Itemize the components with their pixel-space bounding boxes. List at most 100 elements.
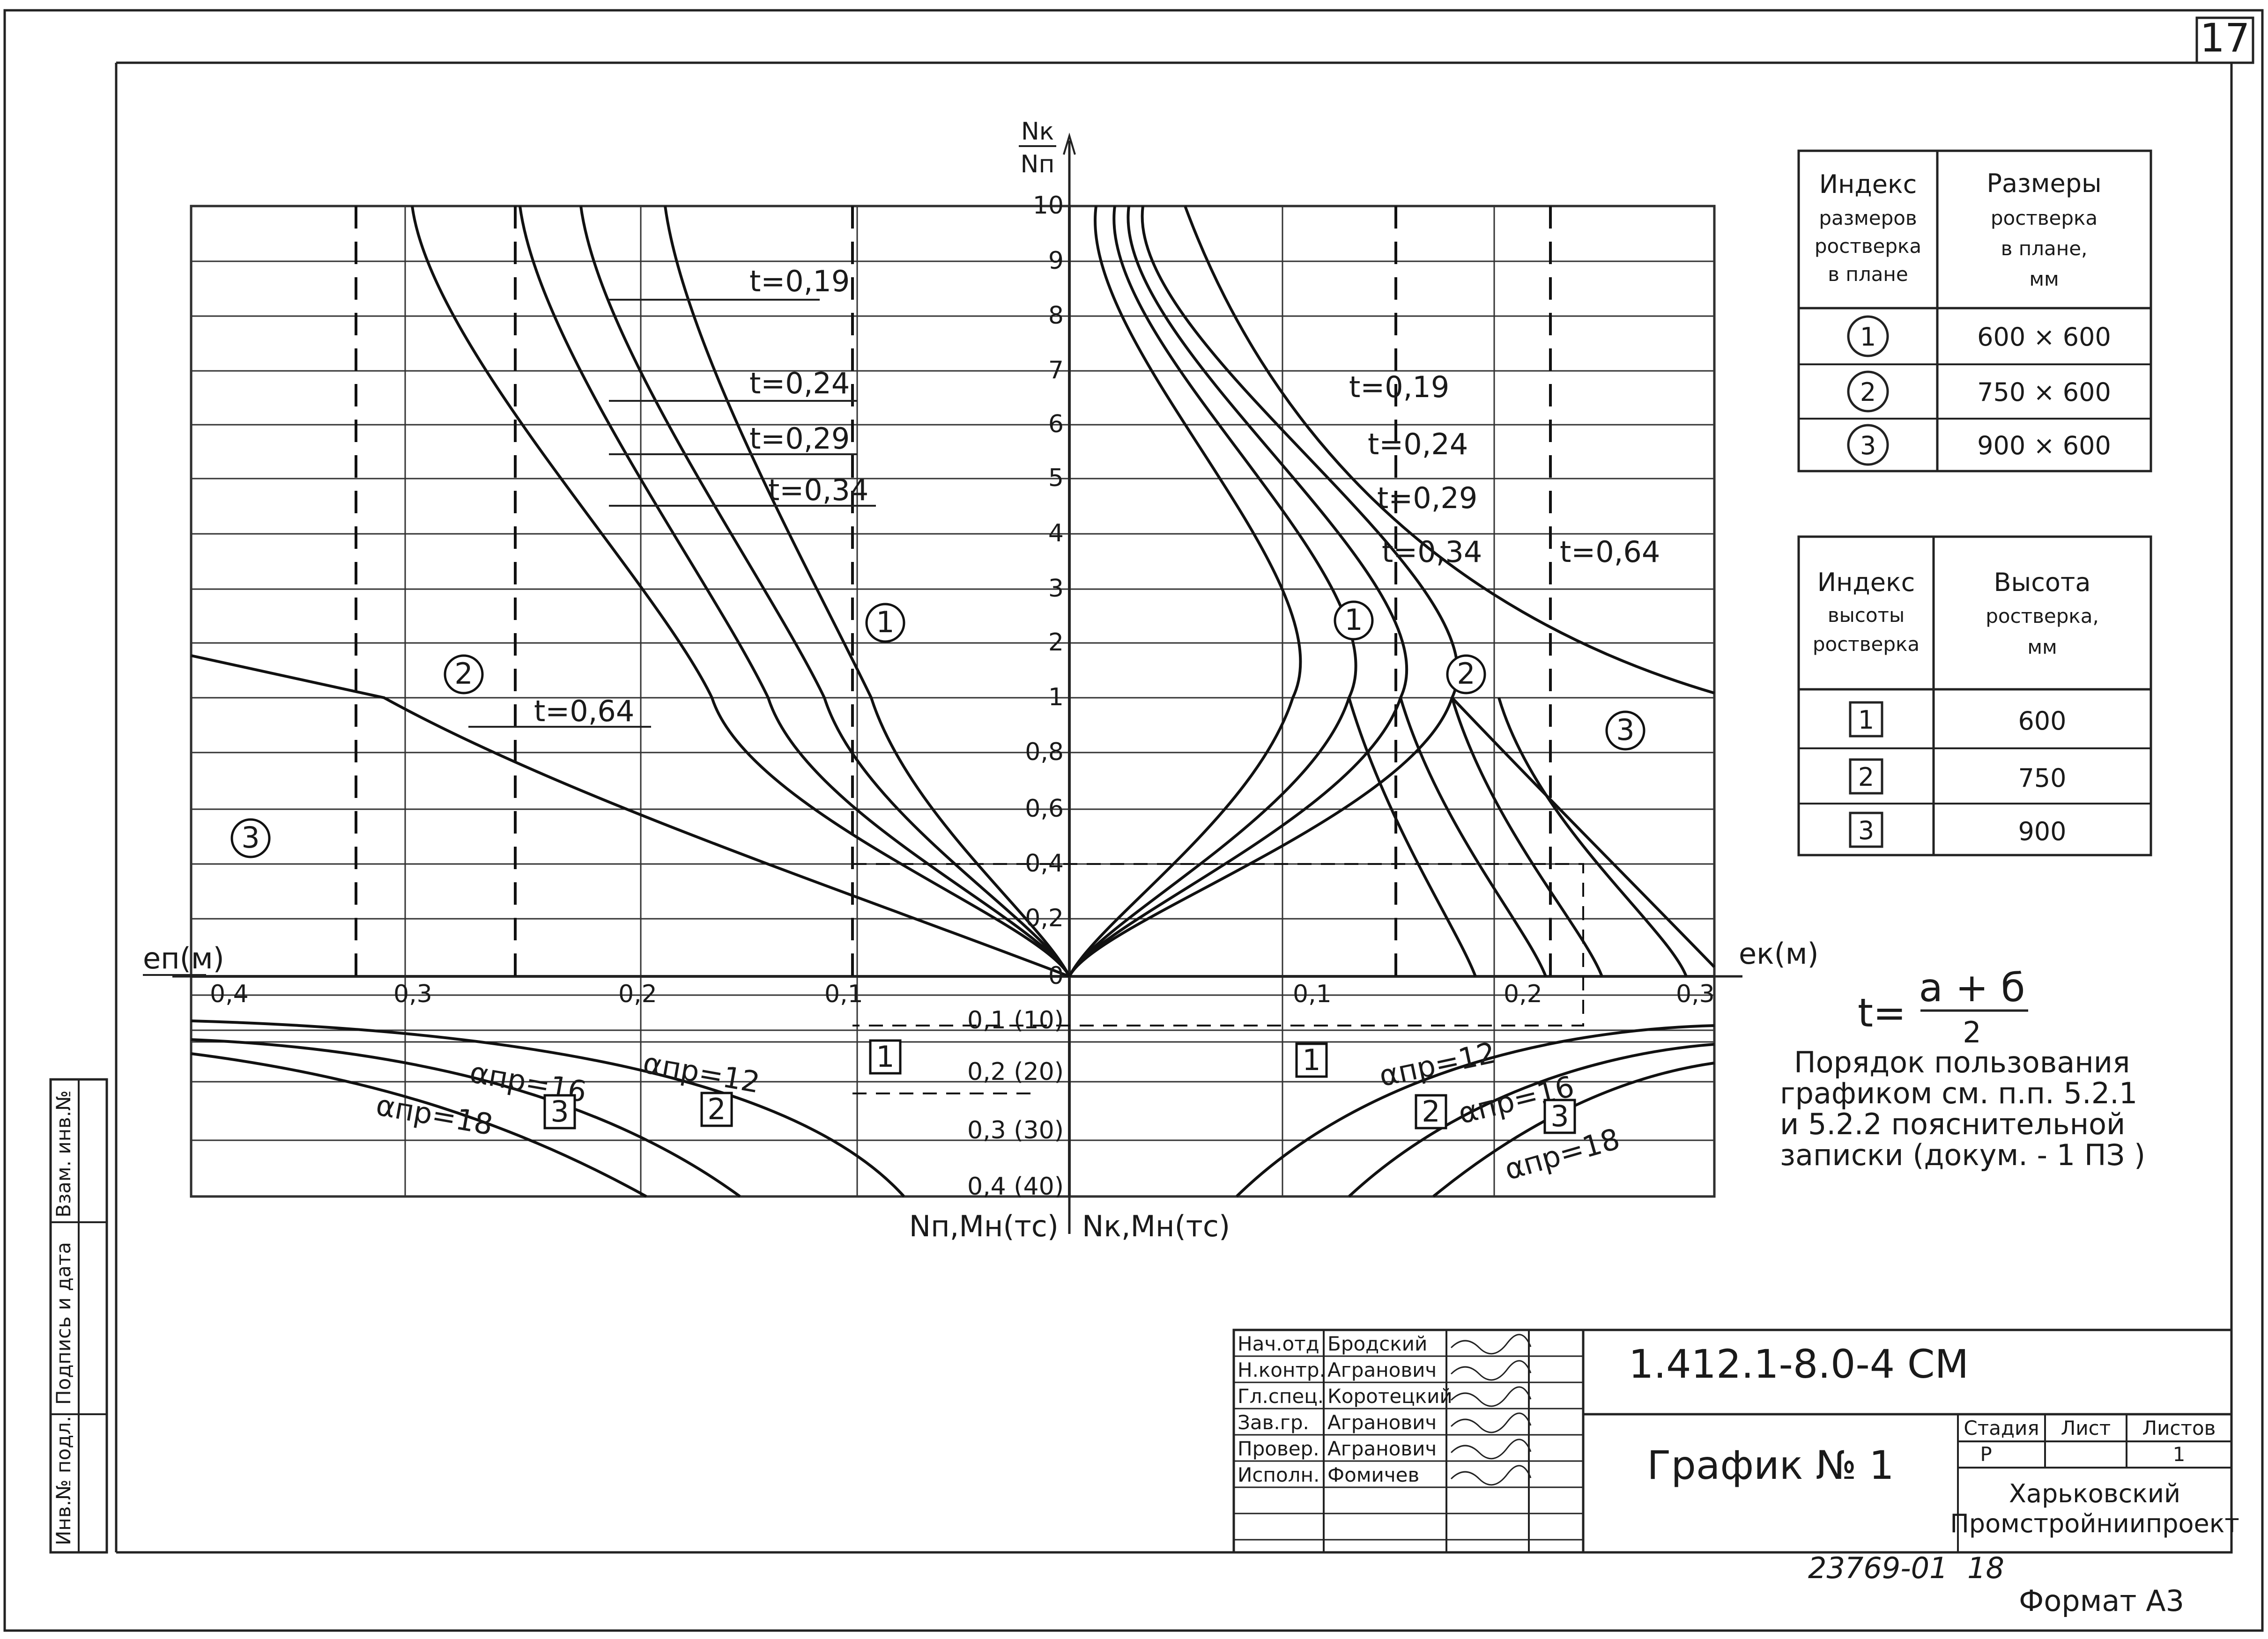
outer-frame (3, 9, 2264, 1632)
org-line-1: Харьковский (2009, 1479, 2180, 1508)
alpha-label-left: αпр=18 (373, 1088, 495, 1142)
note-line-2: графиком см. п.п. 5.2.1 (1780, 1076, 2137, 1110)
example-path-dashed (852, 863, 1584, 1026)
plan-h2-line3: в плане, (2001, 237, 2088, 260)
t-label-left: t=0,19 (749, 264, 850, 298)
height-h2-line1: Высота (1994, 568, 2091, 597)
height-zone-index: 1 (1302, 1043, 1320, 1077)
plan-index-3: 3 (1860, 431, 1876, 460)
plan-zone-circle (444, 654, 484, 694)
stamp-name: Агранович (1327, 1411, 1437, 1434)
plan-zone-index: 2 (454, 657, 473, 691)
height-zone-box (543, 1094, 576, 1130)
plan-index-circle-2 (1847, 370, 1889, 413)
plan-zone-circle (230, 818, 271, 858)
plan-zone-index: 3 (1616, 713, 1634, 747)
stamp-role: Исполн. (1238, 1463, 1319, 1486)
plan-zone-index: 2 (1457, 657, 1475, 691)
title-block: 1.412.1-8.0-4 СМ График № 1 Стадия Лист … (1232, 1329, 2239, 1554)
height-zone-index: 2 (707, 1092, 726, 1126)
usage-note: Порядок пользования графиком см. п.п. 5.… (1780, 1045, 2145, 1172)
stamp-role: Нач.отд (1238, 1332, 1319, 1355)
height-zone-box (1415, 1094, 1447, 1130)
x-tick-right: 0,2 (1504, 980, 1542, 1008)
stage-header: Стадия (1964, 1417, 2039, 1440)
left-strip: Инв.№ подл. Подпись и дата Взам. инв.№ (49, 1078, 108, 1554)
plan-zone-index: 1 (1344, 603, 1363, 637)
y-tick-label: 9 (1048, 247, 1064, 275)
height-zone-index: 2 (1422, 1094, 1440, 1129)
curve-right-t-0-29 (1068, 206, 1408, 977)
height-h2-line2: ростверка, (1986, 605, 2099, 628)
height-value-1: 600 (2018, 706, 2066, 736)
curve-right-tail (1451, 696, 1716, 968)
y-axis-denominator: Nп (1021, 150, 1055, 178)
stage-value: Р (1980, 1443, 1992, 1466)
signature-scribble (1450, 1465, 1532, 1486)
format-label: Формат А3 (2019, 1584, 2184, 1618)
x-tick-left: 0,4 (210, 980, 249, 1008)
stamp-name: Фомичев (1327, 1463, 1419, 1486)
t-label-left: t=0,29 (749, 421, 850, 456)
plan-h1-line3: ростверка (1815, 235, 1921, 258)
height-value-3: 900 (2018, 817, 2066, 846)
y-tick-label: 0,2 (1025, 904, 1064, 932)
sheets-header: Листов (2142, 1417, 2216, 1440)
signature-scribble (1450, 1334, 1532, 1355)
curve-right-tail (1348, 697, 1477, 977)
signature-scribble (1450, 1386, 1532, 1407)
sheets-value: 1 (2173, 1443, 2186, 1466)
plan-value-2: 750 × 600 (1977, 377, 2111, 407)
curve-left-t-0-34 (664, 206, 1071, 977)
curve-left-alpha-12 (191, 1019, 905, 1198)
curve-left-t-0-29 (579, 206, 1071, 977)
height-index-3: 3 (1858, 816, 1874, 845)
plan-zone-index: 3 (241, 820, 259, 855)
curve-right-t-0-24 (1068, 206, 1357, 977)
height-zone-box (700, 1092, 733, 1127)
strip-inv-orig: Инв.№ подл. (52, 1416, 75, 1545)
y-tick-label: 0 (1048, 962, 1064, 990)
curve-left-alpha-16 (191, 1038, 741, 1198)
x-tick-left: 0,3 (393, 980, 432, 1008)
height-h2-line3: мм (2027, 635, 2057, 658)
doc-code: 1.412.1-8.0-4 СМ (1629, 1341, 1969, 1387)
note-line-1: Порядок пользования (1794, 1045, 2130, 1079)
height-h1-line2: высоты (1828, 604, 1905, 627)
y-tick-label: 1 (1048, 683, 1064, 711)
height-index-box-3 (1849, 812, 1883, 848)
plan-h1-line4: в плане (1828, 263, 1908, 286)
plan-zone-circle (1334, 600, 1374, 641)
y-tick-label: 0,8 (1025, 738, 1064, 766)
plan-size-table: Индекс размеров ростверка в плане Размер… (1797, 149, 2152, 473)
y-tick-label: 10 (1033, 192, 1064, 220)
height-index-box-2 (1849, 758, 1883, 795)
y-tick-label: 7 (1048, 356, 1064, 384)
height-table: Индекс высоты ростверка Высота ростверка… (1797, 535, 2152, 856)
alpha-label-right: αпр=12 (1376, 1035, 1498, 1093)
curve-right-t-0-34 (1068, 206, 1459, 977)
plan-zone-index: 1 (876, 605, 894, 639)
x-right-axis-label: eк(м) (1739, 937, 1819, 971)
y-tick-label-lower: 0,1 (10) (967, 1006, 1064, 1034)
bottom-left-axis-label: Nп,Мн(тс) (909, 1209, 1059, 1243)
y-tick-label: 4 (1048, 519, 1064, 547)
t-label-left: t=0,34 (768, 473, 868, 507)
y-tick-label: 8 (1048, 302, 1064, 330)
plan-value-1: 600 × 600 (1977, 322, 2111, 352)
plan-zone-circle (1446, 654, 1486, 694)
t-label-right: t=0,19 (1349, 370, 1449, 404)
plan-index-2: 2 (1860, 377, 1876, 407)
height-h1-line1: Индекс (1817, 568, 1915, 597)
y-tick-label: 2 (1048, 628, 1064, 657)
signature-scribble (1450, 1360, 1532, 1381)
strip-vzam-inv: Взам. инв.№ (52, 1090, 75, 1218)
t-label-right: t=0,64 (1560, 535, 1660, 569)
plan-h1-line2: размеров (1819, 207, 1917, 229)
x-tick-right: 0,3 (1676, 980, 1715, 1008)
y-tick-label-lower: 0,4 (40) (967, 1173, 1064, 1201)
archive-number: 23769-01 (1808, 1551, 1948, 1585)
height-index-box-1 (1849, 701, 1883, 738)
x-tick-right: 0,1 (1293, 980, 1332, 1008)
